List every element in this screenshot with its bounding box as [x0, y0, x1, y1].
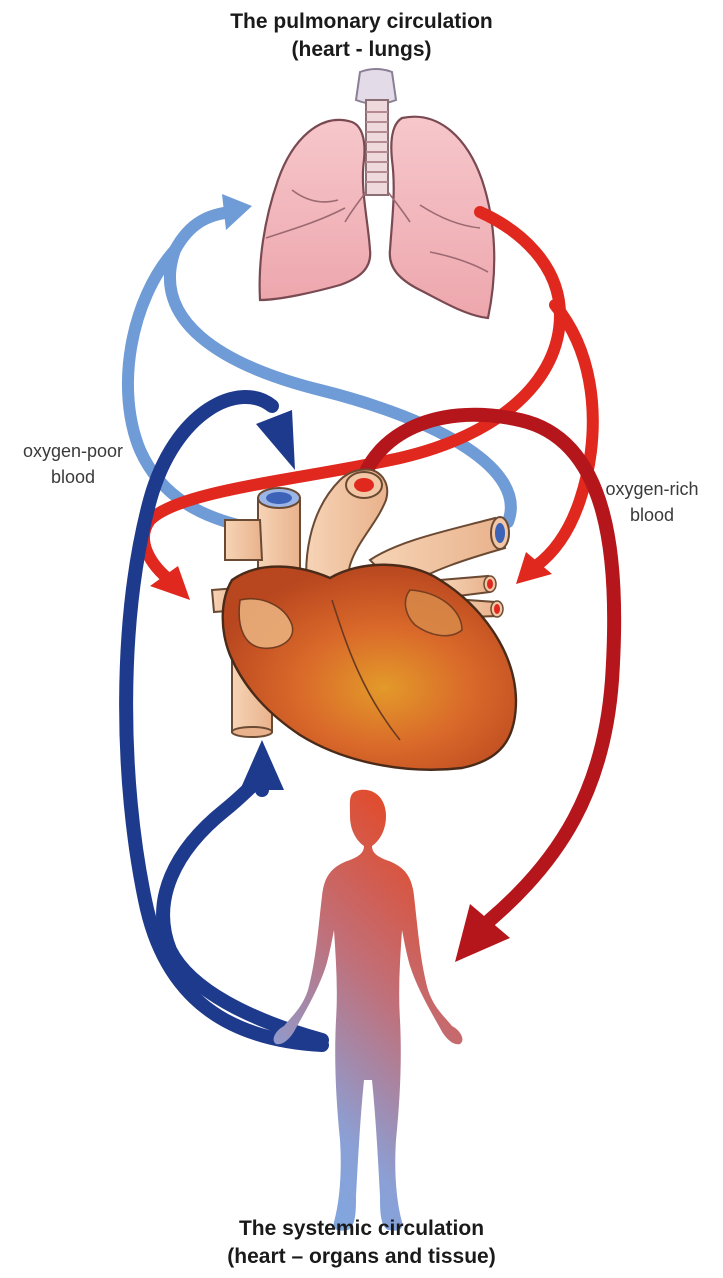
systemic-circulation-title: The systemic circulation (heart – organs… — [0, 1215, 723, 1271]
systemic-title-line1: The systemic circulation — [0, 1215, 723, 1243]
heart-icon — [212, 469, 516, 769]
vena-cava-inferior-arrow — [163, 781, 322, 1040]
systemic-title-line2: (heart – organs and tissue) — [0, 1243, 723, 1271]
human-body-icon — [274, 790, 463, 1231]
lungs-icon — [260, 69, 495, 318]
